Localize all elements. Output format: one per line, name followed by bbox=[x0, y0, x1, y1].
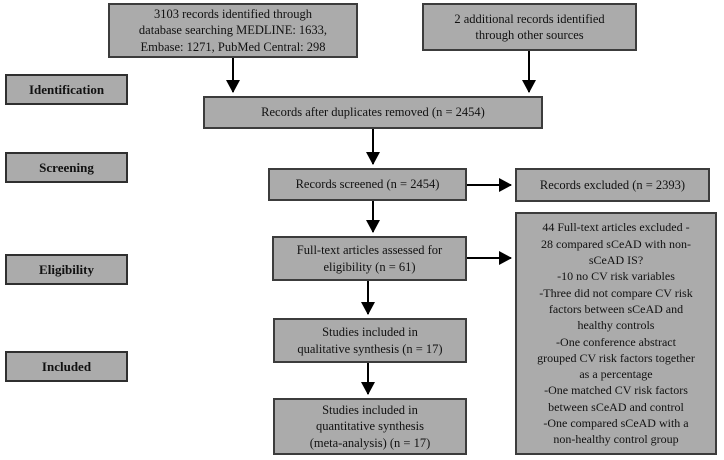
phase-label-included: Included bbox=[5, 351, 128, 382]
box-records-other-sources: 2 additional records identified through … bbox=[422, 3, 637, 51]
box-records-database-search: 3103 records identified through database… bbox=[108, 3, 358, 58]
box-qualitative-synthesis: Studies included in qualitative synthesi… bbox=[273, 318, 467, 363]
phase-label-screening: Screening bbox=[5, 152, 128, 183]
box-fulltext-excluded-reasons: 44 Full-text articles excluded - 28 comp… bbox=[515, 212, 717, 455]
box-duplicates-removed: Records after duplicates removed (n = 24… bbox=[203, 96, 543, 129]
box-records-excluded: Records excluded (n = 2393) bbox=[515, 168, 710, 202]
phase-label-identification: Identification bbox=[5, 74, 128, 105]
phase-label-eligibility: Eligibility bbox=[5, 254, 128, 285]
box-records-screened: Records screened (n = 2454) bbox=[268, 168, 467, 201]
box-fulltext-assessed: Full-text articles assessed for eligibil… bbox=[272, 236, 467, 281]
box-quantitative-synthesis: Studies included in quantitative synthes… bbox=[273, 398, 467, 455]
